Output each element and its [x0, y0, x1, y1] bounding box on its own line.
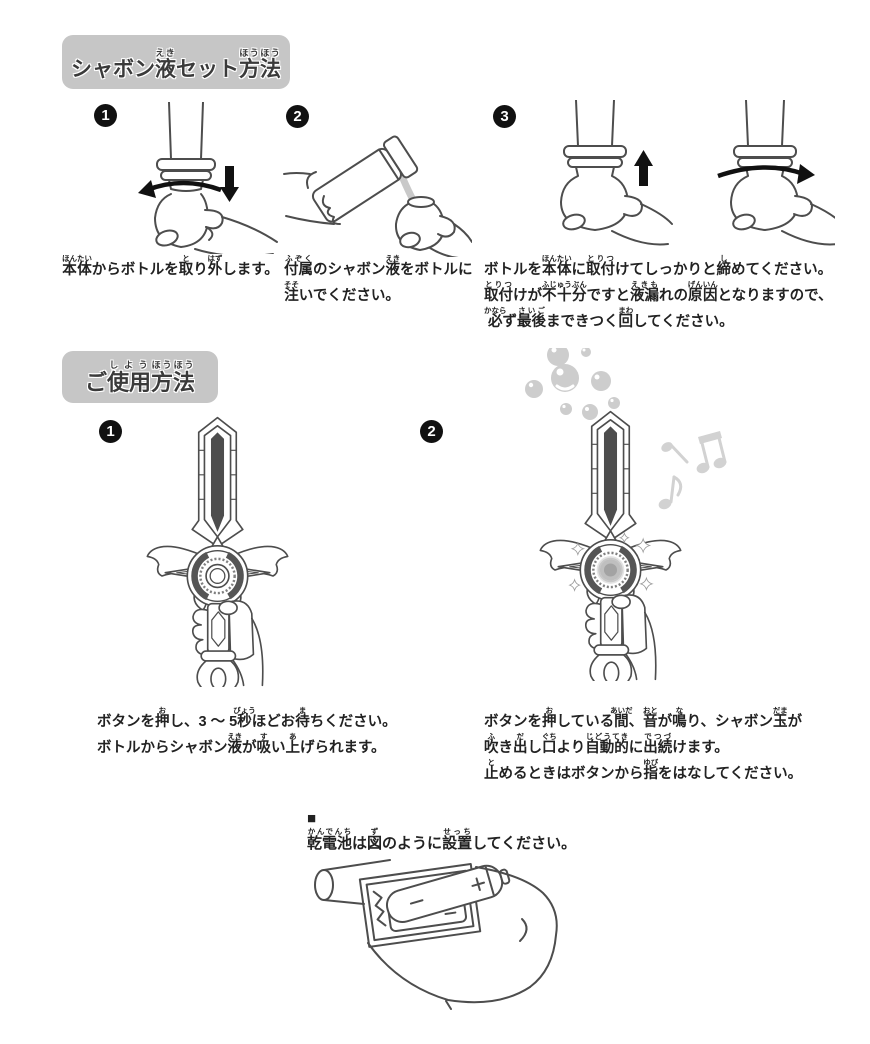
- section2-title: ご使用しよう方法ほうほう: [62, 351, 218, 403]
- use-step2-caption: ボタンを押おしている間あいだ、音おとが鳴なり、シャボン玉だまが吹ふき出だし口ぐち…: [484, 706, 803, 782]
- bottle-mouth: [407, 196, 435, 208]
- minus-icon: [409, 899, 424, 905]
- music-notes-icon: [658, 431, 727, 510]
- grip-right: [475, 866, 558, 988]
- battery-inserting: [385, 864, 511, 923]
- left-thumb: [306, 171, 317, 189]
- illustration-attach-bottle: [560, 100, 835, 246]
- square-bullet-icon: ■: [307, 810, 317, 827]
- step2-badge: 2: [286, 105, 309, 128]
- attach-push-up: [560, 100, 673, 246]
- handle-tube: [168, 102, 204, 160]
- sparkle-icon: [568, 531, 654, 592]
- right-finger: [437, 215, 456, 238]
- section1-title: シャボン液えきセット方法ほうほう: [62, 35, 290, 89]
- handle-end: [314, 869, 334, 901]
- right-thumb: [399, 231, 421, 249]
- up-arrow-icon: [639, 166, 648, 186]
- left-fingers: [321, 195, 341, 225]
- illustration-battery-install: [314, 859, 558, 1010]
- rotate-arrow-icon: [146, 180, 222, 193]
- plus-icon: [471, 877, 485, 892]
- use-step1-badge: 1: [99, 420, 122, 443]
- step1-caption: 本体ほんたいからボトルを取とり外はずします。: [62, 254, 279, 278]
- right-arm: [429, 223, 472, 257]
- step1-badge: 1: [94, 104, 117, 127]
- battery-note: ■ 乾電池かんでんちは図ずのように設置せっちしてください。: [307, 810, 576, 854]
- section1-title-text: シャボン液えきセット方法ほうほう: [71, 48, 281, 81]
- illustration-sword-press-button: [144, 416, 291, 687]
- step2-caption: 付属ふぞくのシャボン液えきをボトルに注そそいでください。: [284, 254, 473, 304]
- section2-title-text: ご使用しよう方法ほうほう: [84, 360, 196, 395]
- illustration-remove-bottle: [138, 102, 278, 254]
- step3-caption: ボトルを本体ほんたいに取付とりつけてしっかりと締しめてください。取付とりつけが不…: [484, 254, 833, 330]
- left-arm: [283, 172, 335, 225]
- finger: [204, 209, 224, 230]
- spring-icon: [372, 890, 387, 927]
- thumb: [155, 229, 179, 247]
- arm: [194, 216, 278, 254]
- rotate-arrowhead-icon: [138, 180, 156, 198]
- rotate-arrow-icon: [717, 165, 805, 179]
- bubbles-icon: [525, 348, 620, 420]
- battery-note-text: 乾電池かんでんちは図ずのように設置せっちしてください。: [307, 827, 577, 852]
- liquid-bottle: [311, 135, 419, 223]
- minus-icon: [444, 911, 457, 915]
- attach-twist: [717, 100, 835, 246]
- use-step1-caption: ボタンを押おし、3 〜 5秒びょうほどお待まちください。ボトルからシャボン液えき…: [97, 706, 397, 756]
- grip-bottom: [367, 942, 531, 1004]
- illustration-sword-bubbles: [537, 410, 684, 681]
- down-arrow-icon: [225, 166, 234, 187]
- use-step2-badge: 2: [420, 420, 443, 443]
- step3-badge: 3: [493, 105, 516, 128]
- grip-groove: [519, 918, 528, 942]
- illustration-pour-liquid: [283, 135, 472, 257]
